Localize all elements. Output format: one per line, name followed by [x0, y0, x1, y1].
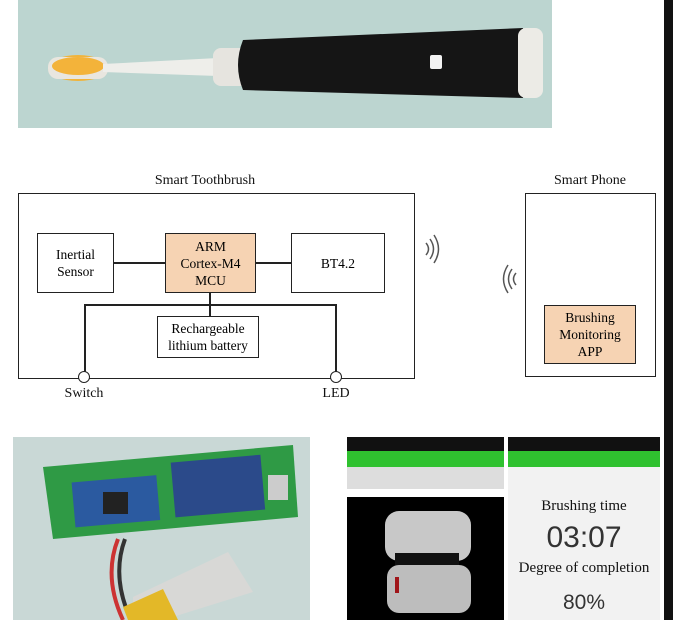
led-node: [330, 371, 342, 383]
phone-title: Smart Phone: [554, 173, 626, 188]
app-screen-stats: Brushing time 03:07 Degree of completion…: [508, 437, 660, 620]
app-screen-3d: [347, 437, 504, 620]
connector: [84, 304, 336, 306]
wireless-signal-icon: [425, 234, 440, 264]
connector: [256, 262, 291, 264]
brushing-time-value: 03:07: [546, 521, 622, 554]
connect-button[interactable]: [347, 467, 504, 489]
toothbrush-photo: [18, 0, 552, 128]
brushing-time-label: Brushing time: [541, 498, 627, 514]
battery-block: Rechargeable lithium battery: [157, 316, 259, 358]
app-bar: [347, 451, 504, 467]
status-bar: [347, 437, 504, 451]
switch-node: [78, 371, 90, 383]
bluetooth-block: BT4.2: [291, 233, 385, 293]
teeth-3d-model: [385, 511, 471, 613]
app-bar: [508, 451, 660, 467]
toothbrush-illustration: [48, 28, 543, 98]
connector: [335, 304, 337, 372]
completion-label: Degree of completion: [518, 560, 650, 576]
connector: [114, 262, 165, 264]
toothbrush-title: Smart Toothbrush: [154, 173, 256, 188]
mcu-block: ARM Cortex-M4 MCU: [165, 233, 256, 293]
wireless-signal-icon: [502, 264, 517, 294]
image-border: [664, 0, 673, 620]
connector: [84, 304, 86, 372]
completion-value: 80%: [562, 591, 606, 614]
app-block: Brushing Monitoring APP: [544, 305, 636, 364]
led-label: LED: [322, 386, 350, 401]
switch-label: Switch: [64, 386, 104, 401]
inertial-sensor-block: Inertial Sensor: [37, 233, 114, 293]
pcb-illustration: [43, 445, 298, 621]
status-bar: [508, 437, 660, 451]
pcb-photo: [13, 437, 310, 621]
